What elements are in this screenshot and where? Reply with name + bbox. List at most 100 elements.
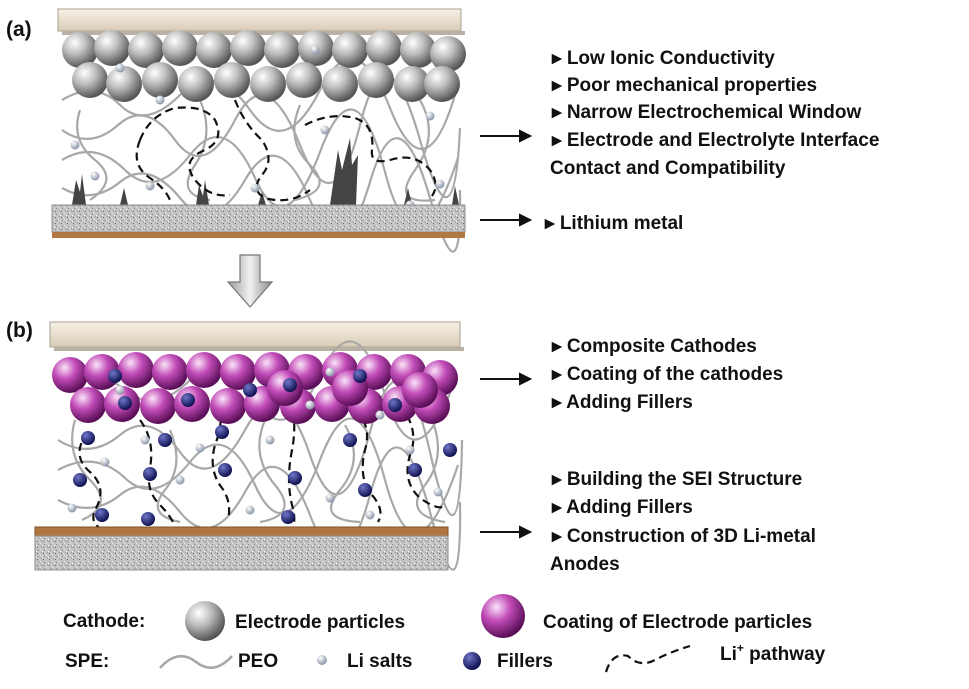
electrode-particle: [250, 66, 286, 102]
dendrites-a: [72, 138, 459, 205]
point-b-6: ▸ Construction of 3D Li-metal: [551, 526, 816, 547]
lithium-metal-a: [51, 204, 466, 233]
legend-coated-particle-icon: [481, 594, 525, 638]
filler: [108, 369, 122, 383]
filler: [118, 396, 132, 410]
filler: [388, 398, 402, 412]
point-a-2: ▸ Poor mechanical properties: [551, 75, 817, 96]
legend-li-pathway-icon: [604, 644, 691, 673]
li-salt: [115, 385, 125, 395]
coated-particle: [220, 354, 256, 390]
point-b-1: ▸ Composite Cathodes: [551, 336, 757, 357]
electrode-particle: [322, 66, 358, 102]
legend-peo: PEO: [238, 651, 278, 672]
sei-layer-b: [34, 526, 449, 537]
filler: [81, 431, 95, 445]
li-salt: [195, 443, 205, 453]
li-salt: [325, 493, 335, 503]
filler: [158, 433, 172, 447]
electrode-particle: [400, 32, 436, 68]
legend-li-pathway: Li+ pathway: [720, 641, 826, 665]
legend-peo-icon: [159, 655, 233, 669]
electrode-particle: [394, 66, 430, 102]
panel-a-label: (a): [6, 18, 32, 41]
filler: [281, 510, 295, 524]
electrode-particle: [214, 62, 250, 98]
coated-particle: [118, 352, 154, 388]
filler: [353, 369, 367, 383]
li-salt: [67, 503, 77, 513]
legend-electrode-particles: Electrode particles: [235, 612, 405, 633]
legend-li-salt-icon: [317, 655, 327, 665]
point-a-4: ▸ Electrode and Electrolyte Interface: [551, 130, 879, 151]
current-collector-b: [49, 321, 461, 348]
coated-particle: [140, 388, 176, 424]
point-b-4: ▸ Building the SEI Structure: [551, 469, 802, 490]
point-a-1: ▸ Low Ionic Conductivity: [551, 48, 775, 69]
li-salt: [305, 400, 315, 410]
li-salt: [175, 475, 185, 485]
legend-spe-label: SPE:: [65, 651, 109, 672]
li-salt: [245, 505, 255, 515]
electrode-particle: [162, 30, 198, 66]
point-b-2: ▸ Coating of the cathodes: [551, 364, 783, 385]
li-salt: [320, 125, 330, 135]
electrode-particle: [358, 62, 394, 98]
li-salts-a: [70, 45, 445, 210]
filler: [73, 473, 87, 487]
electrode-particle: [128, 32, 164, 68]
li-salt: [90, 171, 100, 181]
filler: [343, 433, 357, 447]
li-salt: [140, 435, 150, 445]
peo-chains-a: [61, 57, 462, 253]
li-salt: [405, 445, 415, 455]
electrode-particle: [178, 66, 214, 102]
filler: [141, 512, 155, 526]
li-salt: [250, 183, 260, 193]
legend-li-salts: Li salts: [347, 651, 412, 672]
filler: [283, 378, 297, 392]
electrode-particle: [72, 62, 108, 98]
li-salt: [325, 367, 335, 377]
li-salts-b: [67, 367, 443, 520]
filler: [218, 463, 232, 477]
li-salt: [375, 410, 385, 420]
li-salt: [265, 435, 275, 445]
filler: [215, 425, 229, 439]
legend-coating: Coating of Electrode particles: [543, 612, 812, 633]
filler: [408, 463, 422, 477]
arrows-b: [480, 372, 533, 539]
legend-electrode-particle-icon: [185, 601, 225, 641]
electrode-particle: [94, 30, 130, 66]
electrode-particle: [264, 32, 300, 68]
copper-foil-a: [52, 232, 465, 238]
li-salt: [310, 45, 320, 55]
electrode-particle: [424, 66, 460, 102]
point-b-5: ▸ Adding Fillers: [551, 497, 693, 518]
li-salt: [365, 510, 375, 520]
point-b-6-continuation: Anodes: [550, 554, 620, 575]
coated-particle: [70, 387, 106, 423]
filler: [95, 508, 109, 522]
point-a-lithium: ▸ Lithium metal: [544, 213, 683, 234]
li-salt: [155, 95, 165, 105]
li-salt: [433, 487, 443, 497]
filler: [143, 467, 157, 481]
electrode-particle: [230, 30, 266, 66]
filler: [443, 443, 457, 457]
coated-particle: [52, 357, 88, 393]
filler: [181, 393, 195, 407]
current-collector-b-shadow: [54, 347, 464, 351]
transition-arrow: [226, 254, 274, 308]
li-salt: [70, 140, 80, 150]
legend-filler-icon: [463, 652, 481, 670]
point-b-3: ▸ Adding Fillers: [551, 392, 693, 413]
filler: [288, 471, 302, 485]
current-collector-a-shadow: [62, 31, 465, 35]
lithium-metal-b: [34, 535, 449, 571]
electrode-particle: [366, 30, 402, 66]
li-salt: [145, 181, 155, 191]
panel-b-label: (b): [6, 319, 33, 342]
electrode-particle: [196, 32, 232, 68]
arrows-a: [480, 129, 533, 227]
